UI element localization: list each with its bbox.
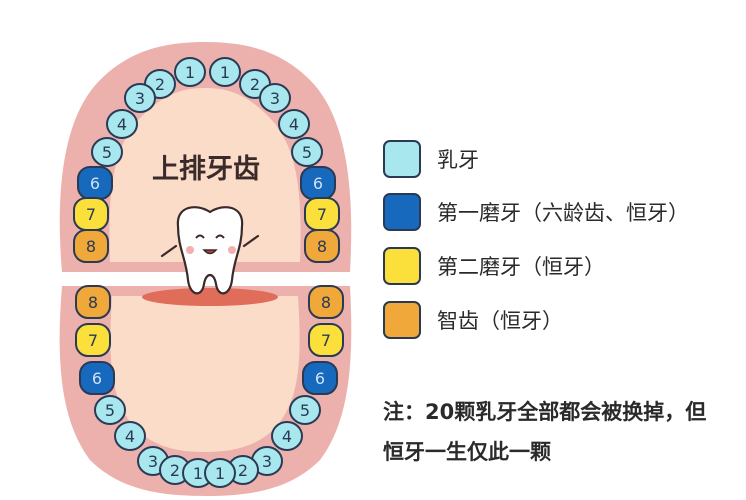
tooth-number: 1 [193,464,203,483]
tooth-number: 6 [313,174,323,193]
tooth-1-baby: 1 [209,57,241,87]
tooth-number: 1 [185,63,195,82]
legend-label: 乳牙 [437,148,479,172]
tooth-number: 8 [321,293,331,312]
tooth-number: 8 [86,237,96,256]
tooth-8-wisdom: 8 [304,229,340,263]
tooth-6-first-molar: 6 [302,361,338,395]
upper-palate [109,88,301,262]
tooth-3-baby: 3 [124,83,156,113]
tooth-5-baby: 5 [94,395,126,425]
tooth-number: 1 [215,464,225,483]
tooth-number: 4 [125,427,135,446]
legend-swatch-wisdom [383,301,421,339]
tooth-1-baby: 1 [204,458,236,488]
tooth-number: 8 [88,293,98,312]
tooth-number: 5 [300,401,310,420]
tooth-8-wisdom: 8 [73,229,109,263]
tooth-6-first-molar: 6 [79,361,115,395]
tooth-number: 7 [86,205,96,224]
tooth-7-second-molar: 7 [304,197,340,231]
tooth-8-wisdom: 8 [308,285,344,319]
legend-label: 第二磨牙（恒牙） [437,255,605,279]
lower-tongue-area [110,296,300,452]
legend-label: 第一磨牙（六龄齿、恒牙） [437,201,689,225]
tooth-4-baby: 4 [114,421,146,451]
tooth-5-baby: 5 [289,395,321,425]
tooth-number: 5 [105,401,115,420]
tooth-number: 5 [102,143,112,162]
tooth-number: 8 [317,237,327,256]
tooth-4-baby: 4 [106,109,138,139]
tooth-7-second-molar: 7 [73,197,109,231]
tooth-6-first-molar: 6 [77,166,113,200]
tooth-number: 6 [92,369,102,388]
tooth-number: 7 [321,331,331,350]
tooth-number: 3 [270,89,280,108]
tooth-number: 4 [282,427,292,446]
tooth-number: 6 [90,174,100,193]
tooth-7-second-molar: 7 [75,323,111,357]
tooth-5-baby: 5 [291,137,323,167]
tooth-number: 3 [148,452,158,471]
legend-swatch-first-molar [383,193,421,231]
tooth-number: 6 [315,369,325,388]
tooth-6-first-molar: 6 [300,166,336,200]
tooth-3-baby: 3 [259,83,291,113]
tooth-number: 2 [250,75,260,94]
tooth-mascot [142,206,278,306]
tooth-number: 3 [135,89,145,108]
legend-swatch-baby [383,140,421,178]
note-text: 注：20颗乳牙全部都会被换掉，但恒牙一生仅此一颗 [383,400,707,464]
tooth-number: 2 [155,75,165,94]
tooth-1-baby: 1 [174,57,206,87]
tooth-number: 1 [220,63,230,82]
tooth-number: 3 [262,452,272,471]
tooth-8-wisdom: 8 [75,285,111,319]
legend-label: 智齿（恒牙） [437,309,563,333]
tooth-number: 2 [170,461,180,480]
tooth-4-baby: 4 [271,421,303,451]
tooth-number: 7 [88,331,98,350]
tooth-4-baby: 4 [278,109,310,139]
tooth-number: 4 [117,115,127,134]
tooth-number: 2 [238,461,248,480]
tooth-number: 4 [289,115,299,134]
upper-teeth-label: 上排牙齿 [152,154,260,185]
tooth-5-baby: 5 [91,137,123,167]
legend-swatch-second-molar [383,247,421,285]
tooth-number: 7 [317,205,327,224]
tooth-7-second-molar: 7 [308,323,344,357]
tooth-number: 5 [302,143,312,162]
